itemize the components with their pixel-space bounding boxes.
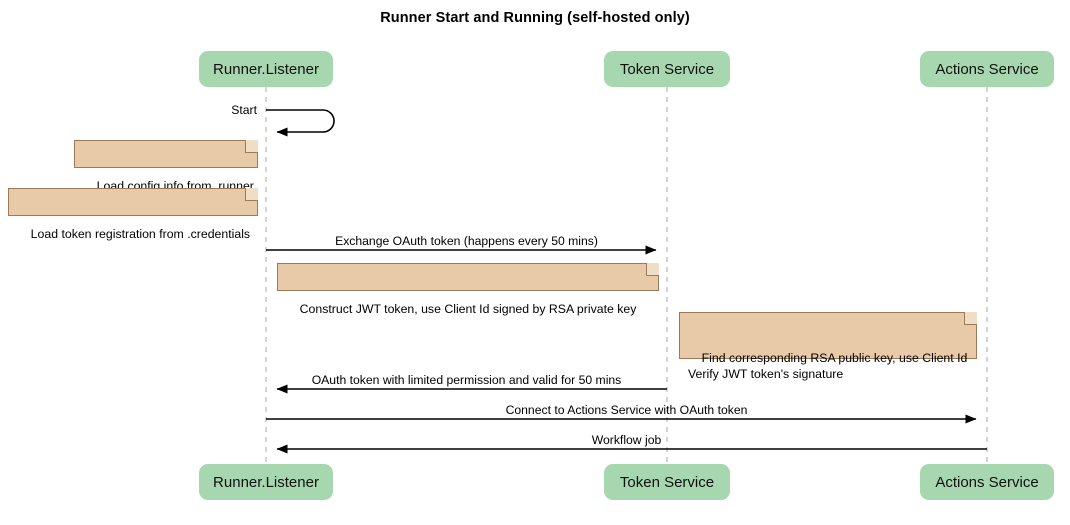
note-construct-jwt: Construct JWT token, use Client Id signe… <box>277 263 659 316</box>
message-arrow-start <box>266 109 335 137</box>
participant-label: Runner.Listener <box>213 60 319 78</box>
participant-label: Token Service <box>619 473 715 491</box>
participant-actions-bottom[interactable]: Actions Service <box>920 464 1054 500</box>
note-fold-corner <box>245 188 258 201</box>
note-fold-corner <box>964 312 977 325</box>
participant-runner-bottom[interactable]: Runner.Listener <box>199 464 333 500</box>
note-fold-corner <box>245 140 258 153</box>
participant-token-top[interactable]: Token Service <box>604 51 730 87</box>
participant-token-bottom[interactable]: Token Service <box>604 464 730 500</box>
participant-actions-top[interactable]: Actions Service <box>920 51 1054 87</box>
message-label-oauth-token-reply: OAuth token with limited permission and … <box>311 373 622 387</box>
note-verify-jwt: Find corresponding RSA public key, use C… <box>679 312 977 381</box>
message-label-workflow-job: Workflow job <box>591 433 662 447</box>
participant-label: Runner.Listener <box>213 473 319 491</box>
page-title: Runner Start and Running (self-hosted on… <box>380 10 690 26</box>
participant-label: Actions Service <box>935 473 1039 491</box>
message-label-exchange-oauth-token: Exchange OAuth token (happens every 50 m… <box>335 234 598 248</box>
note-text: Load token registration from .credential… <box>30 227 251 241</box>
note-fold-corner <box>646 263 659 276</box>
note-load-config: Load config info from .runner <box>74 140 258 193</box>
participant-label: Actions Service <box>935 60 1039 78</box>
note-text: Construct JWT token, use Client Id signe… <box>299 302 637 316</box>
message-label-start: Start <box>231 103 257 117</box>
note-text: Find corresponding RSA public key, use C… <box>688 351 968 381</box>
participant-label: Token Service <box>619 60 715 78</box>
note-load-token-registration: Load token registration from .credential… <box>8 188 258 241</box>
participant-runner-top[interactable]: Runner.Listener <box>199 51 333 87</box>
message-label-connect-actions-service: Connect to Actions Service with OAuth to… <box>505 403 748 417</box>
